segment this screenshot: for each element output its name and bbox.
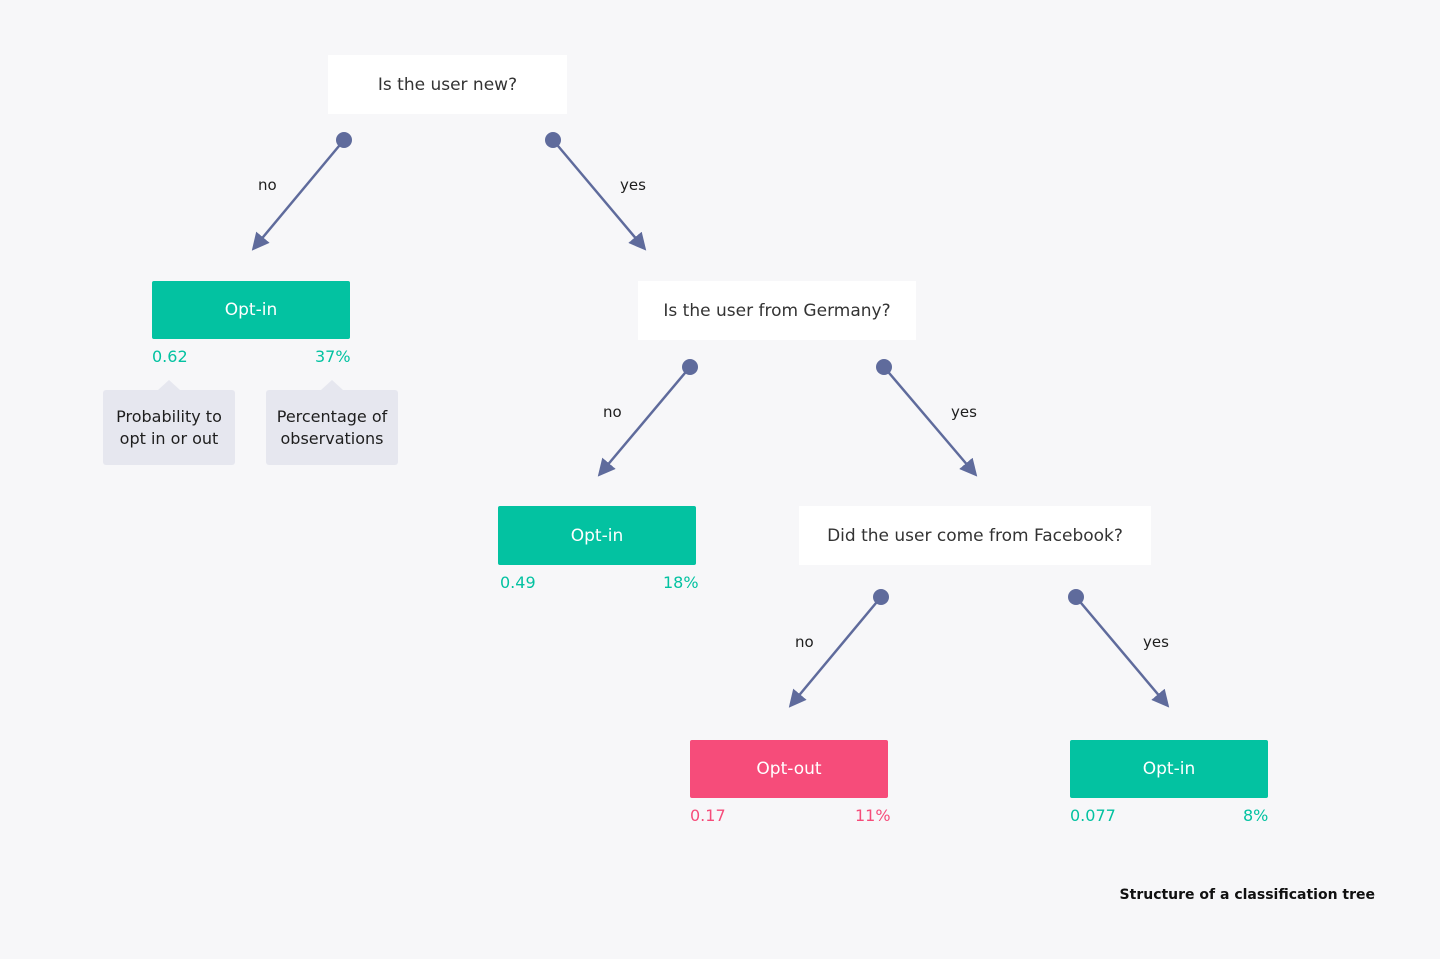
leaf-node-opt-out: Opt-out xyxy=(690,740,888,798)
edge-root-no xyxy=(251,132,352,251)
leaf-node-opt-in-2: Opt-in xyxy=(498,506,696,565)
callout-probability: Probability to opt in or out xyxy=(103,380,235,465)
callout-percentage-text: Percentage of observations xyxy=(276,406,388,448)
edge-germany-yes xyxy=(876,359,978,477)
leaf-3-label: Opt-out xyxy=(756,759,822,779)
leaf-3-probability: 0.17 xyxy=(690,806,726,825)
callout-probability-text: Probability to opt in or out xyxy=(116,406,222,448)
edge-label-facebook-no: no xyxy=(795,633,814,651)
edge-label-facebook-yes: yes xyxy=(1143,633,1169,651)
question-facebook-text: Did the user come from Facebook? xyxy=(827,525,1123,546)
leaf-1-probability: 0.62 xyxy=(152,347,188,366)
leaf-3-percentage: 11% xyxy=(855,806,891,825)
edge-label-root-yes: yes xyxy=(620,176,646,194)
leaf-4-probability: 0.077 xyxy=(1070,806,1116,825)
edge-root-yes xyxy=(545,132,647,251)
question-germany-text: Is the user from Germany? xyxy=(663,300,891,321)
edge-label-germany-no: no xyxy=(603,403,622,421)
question-root-text: Is the user new? xyxy=(377,74,518,95)
diagram-caption: Structure of a classification tree xyxy=(1119,887,1375,903)
edge-facebook-no xyxy=(788,589,889,708)
question-node-facebook: Did the user come from Facebook? xyxy=(799,506,1151,565)
edge-germany-no xyxy=(597,359,698,477)
leaf-1-label: Opt-in xyxy=(224,300,278,320)
callout-percentage: Percentage of observations xyxy=(266,380,398,465)
leaf-node-opt-in-1: Opt-in xyxy=(152,281,350,339)
leaf-node-opt-in-3: Opt-in xyxy=(1070,740,1268,798)
leaf-2-percentage: 18% xyxy=(663,573,699,592)
leaf-2-label: Opt-in xyxy=(570,525,624,546)
leaf-4-percentage: 8% xyxy=(1243,806,1269,825)
edge-facebook-yes xyxy=(1068,589,1170,708)
edge-label-root-no: no xyxy=(258,176,277,194)
question-node-root: Is the user new? xyxy=(328,55,567,114)
question-node-germany: Is the user from Germany? xyxy=(638,281,916,340)
edge-label-germany-yes: yes xyxy=(951,403,977,421)
leaf-1-percentage: 37% xyxy=(315,347,351,366)
leaf-2-probability: 0.49 xyxy=(500,573,536,592)
leaf-4-label: Opt-in xyxy=(1142,759,1196,779)
